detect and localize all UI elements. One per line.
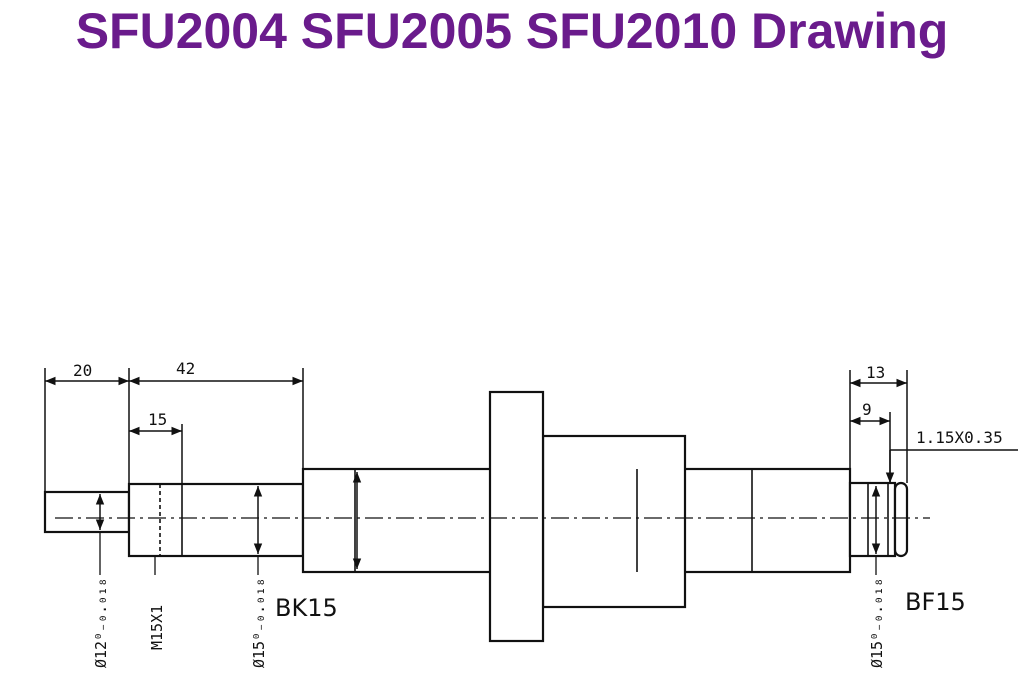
thread-section (127, 482, 305, 558)
dim-42: 42 (176, 359, 195, 378)
dia15-right-label: Ø15⁰₋₀.₀₁₈ (868, 578, 886, 668)
nut-flange (488, 390, 545, 643)
dim-13: 13 (866, 363, 885, 382)
end-cap (893, 481, 909, 558)
dia12-label: Ø12⁰₋₀.₀₁₈ (92, 578, 110, 668)
nut-body (541, 434, 687, 609)
groove-dim: 1.15X0.35 (916, 428, 1003, 447)
dim-9: 9 (862, 400, 872, 419)
journal-12 (43, 490, 131, 534)
bk15-label: BK15 (275, 594, 338, 622)
dim-15: 15 (148, 410, 167, 429)
thread-label: M15X1 (148, 605, 166, 650)
bf15-label: BF15 (905, 588, 966, 616)
drawing-title: SFU2004 SFU2005 SFU2010 Drawing (75, 3, 949, 59)
dia15-left-label: Ø15⁰₋₀.₀₁₈ (250, 578, 268, 668)
dim-20: 20 (73, 361, 92, 380)
